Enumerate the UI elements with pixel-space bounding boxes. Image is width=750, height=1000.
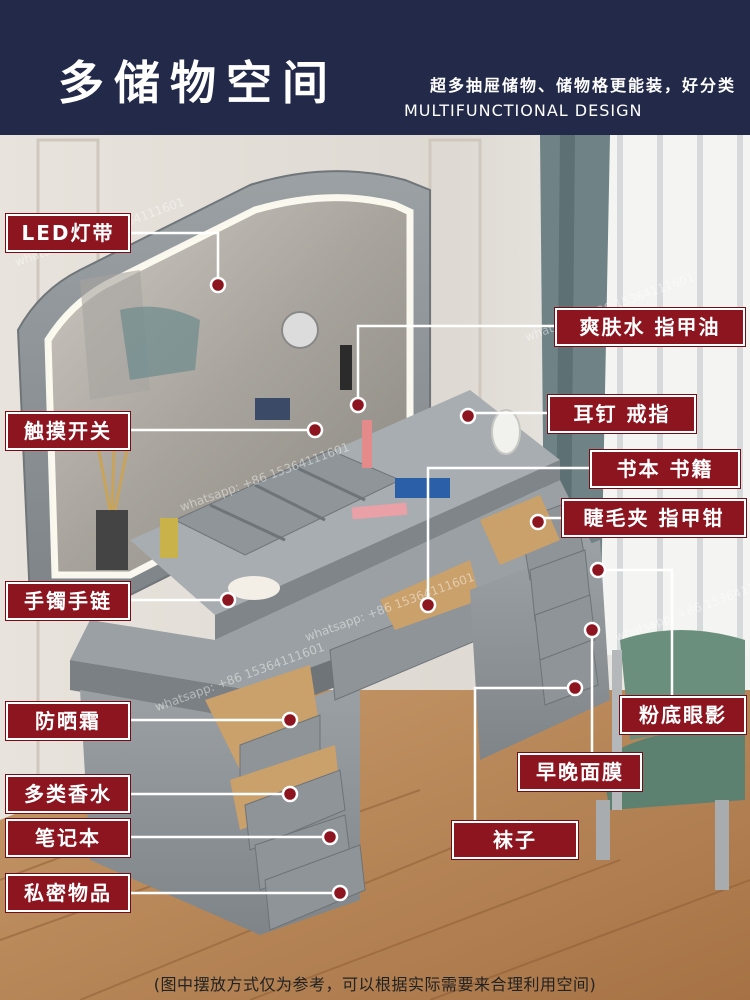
footer-note: (图中摆放方式仅为参考，可以根据实际需要来合理利用空间) — [153, 975, 597, 994]
callout-eyelash-curler-clipper: 睫毛夹 指甲钳 — [562, 499, 746, 537]
callout-foundation-eyeshadow: 粉底眼影 — [620, 696, 746, 734]
header-banner: 多储物空间 超多抽屉储物、储物格更能装，好分类 MULTIFUNCTIONAL … — [0, 0, 750, 135]
callout-touch-switch: 触摸开关 — [6, 412, 130, 450]
callout-bracelets: 手镯手链 — [6, 582, 130, 620]
callout-socks: 袜子 — [452, 821, 578, 859]
callout-private-items: 私密物品 — [6, 874, 130, 912]
header-subtitle: 超多抽屉储物、储物格更能装，好分类 — [429, 76, 736, 95]
callout-books: 书本 书籍 — [590, 450, 740, 488]
header-subtitle-english: MULTIFUNCTIONAL DESIGN — [404, 101, 643, 120]
callout-led-strip: LED灯带 — [6, 214, 130, 252]
page-title: 多储物空间 — [58, 56, 338, 110]
callout-notebook: 笔记本 — [6, 819, 130, 857]
callout-perfume: 多类香水 — [6, 775, 130, 813]
callout-toner-nail-polish: 爽肤水 指甲油 — [555, 308, 745, 346]
callout-face-masks: 早晚面膜 — [518, 753, 642, 791]
callout-earrings-rings: 耳钉 戒指 — [548, 395, 696, 433]
callout-sunscreen: 防晒霜 — [6, 702, 130, 740]
